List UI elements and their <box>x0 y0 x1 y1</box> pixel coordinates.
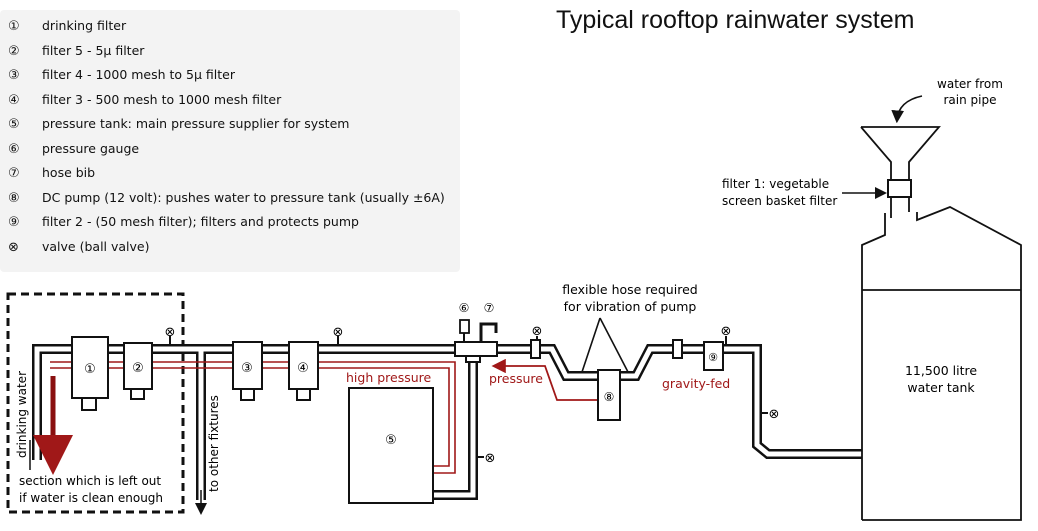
section-note: if water is clean enough <box>19 491 163 505</box>
legend-marker: ⊗ <box>8 239 19 255</box>
legend-item: ⑥ pressure gauge <box>8 139 139 159</box>
legend-text: filter 4 - 1000 mesh to 5µ filter <box>42 67 235 82</box>
water-tank <box>861 206 1022 521</box>
valve-icon[interactable]: ⊗ <box>333 325 344 345</box>
pressure-tank-label: ⑤ <box>385 433 397 448</box>
hose-coupling <box>530 339 541 359</box>
rain-funnel <box>860 126 941 218</box>
valve-icon[interactable]: ⊗ <box>532 324 543 340</box>
legend-panel: ① drinking filter ② filter 5 - 5µ filter ③… <box>0 10 460 272</box>
filter-2-pump: ⑨ <box>703 341 724 371</box>
filter-1-text: filter 1: vegetable <box>722 177 829 191</box>
legend-text: drinking filter <box>42 18 127 33</box>
legend-text: filter 2 - (50 mesh filter); filters and… <box>42 214 359 229</box>
section-note: section which is left out <box>19 474 161 488</box>
valve-icon[interactable]: ⊗ <box>762 407 779 422</box>
legend-marker: ④ <box>8 92 20 108</box>
tank-label: water tank <box>907 380 975 395</box>
basket-filter <box>887 179 912 198</box>
legend-item: ① drinking filter <box>8 16 126 36</box>
rain-pipe-arrow <box>891 95 923 124</box>
filter-4-label: ④ <box>297 361 309 376</box>
svg-text:⊗: ⊗ <box>485 451 496 466</box>
valve-icon[interactable]: ⊗ <box>165 325 176 345</box>
legend-marker: ① <box>8 19 20 34</box>
optional-section-box <box>6 292 185 514</box>
filter-4: ④ <box>288 341 319 401</box>
valve-icon[interactable]: ⊗ <box>478 451 495 466</box>
legend-text: filter 3 - 500 mesh to 1000 mesh filter <box>42 91 282 107</box>
tank-capacity-label: 11,500 litre <box>905 363 977 378</box>
diagram-title: Typical rooftop rainwater system <box>556 6 915 34</box>
pressure-tank: ⑤ <box>348 387 434 504</box>
hose-bib-label: ⑦ <box>484 301 495 315</box>
filter-3-label: ③ <box>241 361 253 376</box>
flex-hose-text: for vibration of pump <box>564 299 697 314</box>
legend-text: valve (ball valve) <box>42 238 150 254</box>
svg-text:⊗: ⊗ <box>769 407 780 422</box>
dc-pump: ⑧ <box>597 369 621 421</box>
filter-1: ① <box>71 336 109 411</box>
legend-marker: ⑥ <box>8 141 20 157</box>
legend-item: ⑧ DC pump (12 volt): pushes water to pres… <box>8 188 445 208</box>
legend-item: ② filter 5 - 5µ filter <box>8 41 144 61</box>
flex-hose-callout <box>581 317 629 373</box>
legend-marker: ② <box>8 43 20 59</box>
drinking-water-label: drinking water <box>15 371 29 458</box>
gravity-fed-label: gravity-fed <box>662 376 730 391</box>
hose-coupling <box>672 339 683 359</box>
legend-marker: ⑨ <box>8 215 20 230</box>
other-fixtures-label: to other fixtures <box>207 395 221 492</box>
legend-item: ③ filter 4 - 1000 mesh to 5µ filter <box>8 65 235 85</box>
filter-2: ② <box>123 342 153 400</box>
filter-2-label: ② <box>132 361 144 376</box>
filter-1-text: screen basket filter <box>722 194 837 208</box>
legend-marker: ③ <box>8 68 20 83</box>
filter-9-label: ⑨ <box>708 351 718 364</box>
legend-text: pressure tank: main pressure supplier fo… <box>42 116 350 131</box>
legend-item: ⑨ filter 2 - (50 mesh filter); filters an… <box>8 212 359 232</box>
svg-text:⊗: ⊗ <box>721 324 732 339</box>
filter-3: ③ <box>232 341 263 401</box>
pump-pressure-arrow <box>491 358 598 401</box>
pump-label: ⑧ <box>604 390 615 404</box>
tee-junction <box>454 341 498 363</box>
svg-text:⊗: ⊗ <box>165 325 176 340</box>
legend-item: ⑦ hose bib <box>8 163 95 183</box>
pressure-label: pressure <box>489 371 543 386</box>
pressure-gauge: ⑥ <box>459 301 470 342</box>
svg-text:⊗: ⊗ <box>532 324 543 339</box>
filter-1-label: ① <box>84 362 96 377</box>
legend-marker: ⑤ <box>8 117 20 132</box>
svg-text:⊗: ⊗ <box>333 325 344 340</box>
valve-icon[interactable]: ⊗ <box>721 324 732 345</box>
legend-text: filter 5 - 5µ filter <box>42 42 145 58</box>
hose-bib: ⑦ <box>479 301 498 342</box>
legend-marker: ⑦ <box>8 166 20 181</box>
legend-text: DC pump (12 volt): pushes water to press… <box>42 189 445 205</box>
rain-pipe-text: water from <box>937 77 1003 91</box>
gauge-label: ⑥ <box>459 301 470 315</box>
legend-item: ⊗ valve (ball valve) <box>8 237 149 257</box>
flex-hose-text: flexible hose required <box>562 282 697 297</box>
high-pressure-label: high pressure <box>346 370 432 385</box>
legend-item: ⑤ pressure tank: main pressure supplier f… <box>8 114 349 134</box>
legend-marker: ⑧ <box>8 190 20 206</box>
legend-item: ④ filter 3 - 500 mesh to 1000 mesh filter <box>8 90 281 110</box>
rain-pipe-text: rain pipe <box>944 93 997 107</box>
legend-text: hose bib <box>42 165 96 180</box>
legend-text: pressure gauge <box>42 140 140 156</box>
